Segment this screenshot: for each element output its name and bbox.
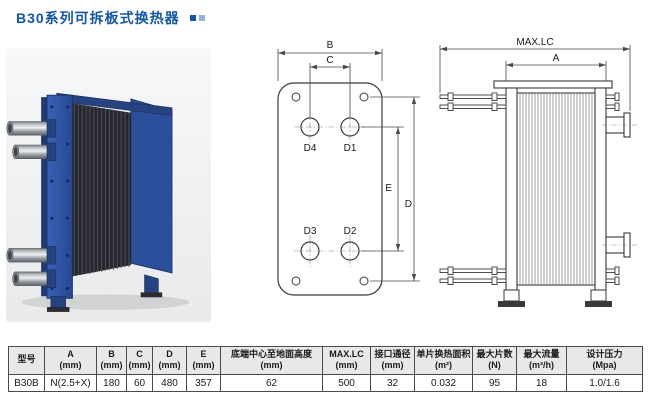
port-label-d2: D2 — [344, 226, 357, 237]
header-max-lc-label: MAX.LC — [329, 348, 364, 359]
figures-area: B C E D D4 D1 D3 D2 — [0, 30, 650, 332]
title-row: B30系列可拆板式换热器 — [0, 0, 650, 28]
side-view-drawing: MAX.LC A — [428, 32, 644, 324]
dimension-lines — [277, 49, 420, 282]
dim-label-b: B — [327, 40, 334, 51]
product-photo-svg — [6, 48, 211, 322]
header-port-diameter-label: 接口通径 — [374, 348, 411, 359]
data-row-b30b: B30B N(2.5+X) 180 60 480 357 62 500 32 0… — [8, 374, 643, 392]
cell-dim-a: N(2.5+X) — [44, 374, 97, 392]
header-dim-e: E(mm) — [186, 345, 221, 376]
header-plate-area-label: 单片换热面积 — [416, 348, 471, 359]
dim-label-maxlc: MAX.LC — [516, 37, 553, 48]
front-view-drawing: B C E D D4 D1 D3 D2 — [226, 34, 426, 326]
dim-label-e: E — [385, 183, 392, 194]
header-dim-a: A(mm) — [44, 345, 97, 376]
header-dim-b-unit: (mm) — [100, 360, 123, 371]
back-frame-plate — [130, 98, 173, 274]
page-title: B30系列可拆板式换热器 — [16, 10, 180, 26]
connection-nozzles — [605, 112, 631, 258]
tie-bolts — [439, 92, 620, 285]
cell-max-flow: 18 — [516, 374, 567, 392]
header-dim-b: B(mm) — [96, 345, 127, 376]
header-max-plates: 最大片数(N) — [472, 345, 517, 376]
header-dim-b-label: B — [108, 348, 115, 359]
pipe-bottom-2 — [12, 269, 57, 288]
header-dim-d-label: D — [166, 348, 173, 359]
header-port-diameter: 接口通径(mm) — [370, 345, 415, 376]
cell-plate-area: 0.032 — [414, 374, 473, 392]
header-max-plates-unit: (N) — [488, 360, 501, 371]
header-max-lc-unit: (mm) — [335, 360, 358, 371]
header-bottom-center-height-label: 底端中心至地面高度 — [230, 348, 312, 359]
dim-label-d: D — [405, 199, 412, 210]
dimension-arrows — [278, 50, 417, 281]
spec-table: 型号 A(mm) B(mm) C(mm) D(mm) E(mm) 底端中心至地面… — [8, 345, 643, 392]
port-centerlines — [294, 111, 366, 267]
plate-pack-lines — [519, 93, 593, 285]
header-max-flow-label: 最大流量 — [523, 348, 560, 359]
pipe-bottom-1 — [6, 246, 57, 265]
header-dim-c-label: C — [136, 348, 143, 359]
spec-table-header: 型号 A(mm) B(mm) C(mm) D(mm) E(mm) 底端中心至地面… — [8, 345, 643, 376]
port-label-d1: D1 — [344, 143, 357, 154]
header-dim-d-unit: (mm) — [158, 360, 181, 371]
header-bottom-center-height-unit: (mm) — [260, 360, 283, 371]
cell-model: B30B — [8, 374, 45, 392]
header-dim-d: D(mm) — [152, 345, 187, 376]
dim-label-a: A — [553, 53, 560, 64]
header-dim-e-unit: (mm) — [192, 360, 215, 371]
header-plate-area-unit: (m²) — [435, 360, 452, 371]
header-max-lc: MAX.LC(mm) — [322, 345, 371, 376]
cell-dim-b: 180 — [96, 374, 127, 392]
corner-bolt-holes — [291, 92, 369, 286]
port-label-d3: D3 — [304, 226, 317, 237]
header-port-diameter-unit: (mm) — [381, 360, 404, 371]
side-view-svg: MAX.LC A — [439, 37, 638, 307]
support-feet — [498, 289, 612, 307]
header-dim-a-unit: (mm) — [59, 360, 82, 371]
header-plate-area: 单片换热面积(m²) — [414, 345, 473, 376]
spec-table-body: B30B N(2.5+X) 180 60 480 357 62 500 32 0… — [8, 374, 643, 392]
front-plate-outline — [277, 82, 383, 296]
header-dim-c: C(mm) — [126, 345, 153, 376]
cell-port-diameter: 32 — [370, 374, 415, 392]
header-max-flow: 最大流量(m³/h) — [516, 345, 567, 376]
header-dim-a-label: A — [67, 348, 74, 359]
header-bottom-center-height: 底端中心至地面高度(mm) — [220, 345, 323, 376]
cell-bottom-center-height: 62 — [220, 374, 323, 392]
title-decoration-square-2 — [198, 15, 205, 21]
front-view-svg: B C E D D4 D1 D3 D2 — [277, 40, 420, 296]
title-decoration-square-1 — [189, 15, 196, 21]
pipe-top-2 — [12, 142, 57, 162]
product-photo — [6, 48, 211, 324]
cell-design-pressure: 1.0/1.6 — [566, 374, 643, 392]
cell-dim-e: 357 — [186, 374, 221, 392]
header-model-label: 型号 — [17, 354, 36, 365]
dim-label-c: C — [326, 55, 333, 66]
cell-max-lc: 500 — [322, 374, 371, 392]
header-max-plates-label: 最大片数 — [476, 348, 513, 359]
cell-max-plates: 95 — [472, 374, 517, 392]
header-max-flow-unit: (m³/h) — [529, 360, 554, 371]
header-dim-c-unit: (mm) — [128, 360, 151, 371]
header-dim-e-label: E — [200, 348, 207, 359]
cell-dim-d: 480 — [152, 374, 187, 392]
dimension-arrows — [440, 46, 630, 68]
nozzle-centerlines — [602, 124, 638, 246]
header-design-pressure: 设计压力(Mpa) — [566, 345, 643, 376]
cell-dim-c: 60 — [126, 374, 153, 392]
port-label-d4: D4 — [304, 143, 317, 154]
header-model: 型号 — [8, 345, 45, 376]
pipe-top-1 — [6, 119, 57, 138]
header-design-pressure-unit: (Mpa) — [592, 360, 617, 371]
dimension-lines — [439, 45, 631, 111]
header-row: 型号 A(mm) B(mm) C(mm) D(mm) E(mm) 底端中心至地面… — [8, 345, 643, 376]
plate-pack — [70, 103, 131, 277]
header-design-pressure-label: 设计压力 — [586, 348, 623, 359]
support-feet — [47, 274, 163, 312]
